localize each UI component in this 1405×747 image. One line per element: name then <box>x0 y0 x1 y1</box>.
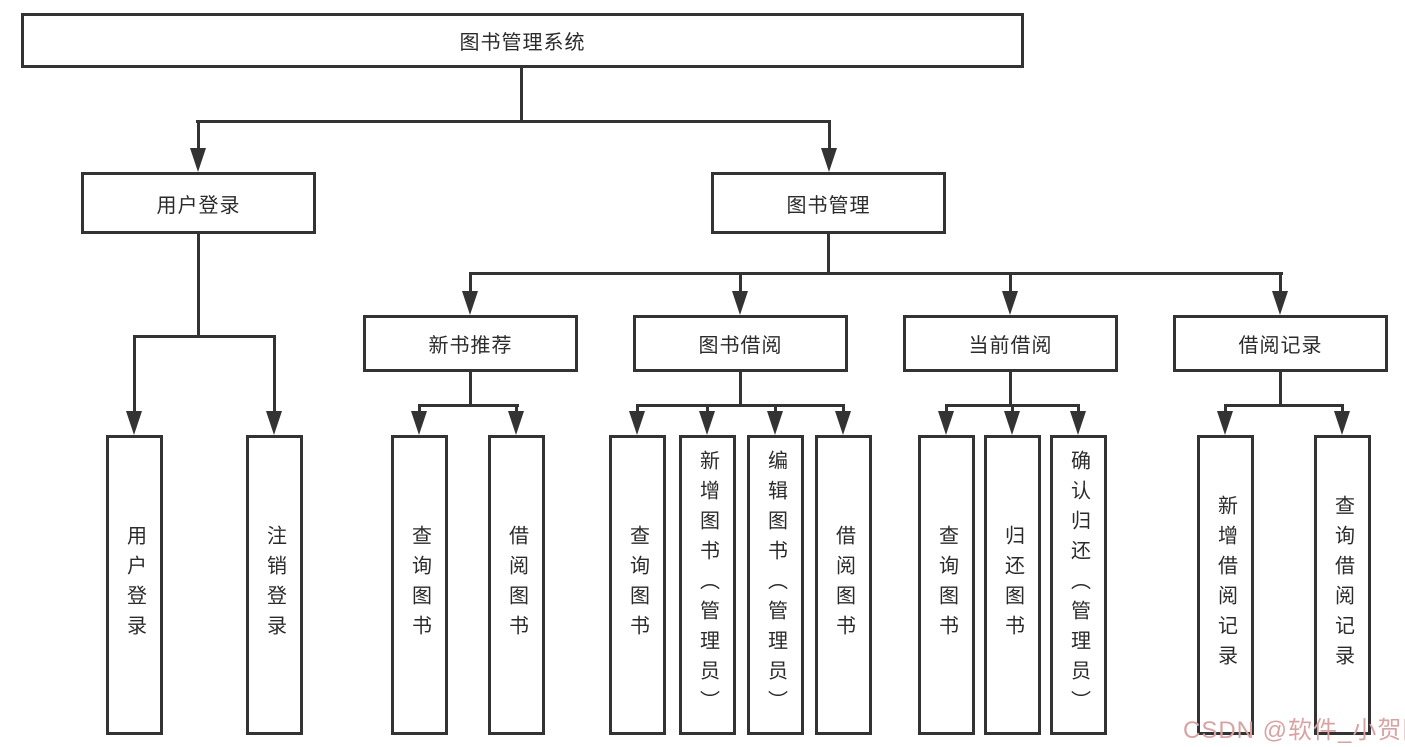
leaf-confirm-return-admin: 确认归还（管理员） <box>1050 435 1107 735</box>
connector-drop-line <box>197 120 200 152</box>
arrow-down-icon <box>699 411 715 435</box>
node-new-book-recommend: 新书推荐 <box>363 315 578 372</box>
leaf-logout: 注销登录 <box>246 435 303 735</box>
arrow-down-icon <box>938 411 954 435</box>
connector-drop-line <box>1009 272 1012 294</box>
arrow-down-icon <box>508 411 524 435</box>
leaf-label: 注销登录 <box>263 525 286 645</box>
connector-stub <box>469 372 472 406</box>
connector-bar <box>636 404 845 407</box>
leaf-user-login: 用户登录 <box>106 435 163 735</box>
node-label: 用户登录 <box>156 194 241 217</box>
connector-stub <box>197 234 200 335</box>
arrow-down-icon <box>411 411 427 435</box>
node-label: 借阅记录 <box>1238 335 1323 357</box>
connector-drop-line <box>774 404 777 414</box>
connector-drop-line <box>515 404 518 414</box>
connector-bar <box>133 335 276 338</box>
connector-drop-line <box>1011 404 1014 414</box>
leaf-label: 查询图书 <box>626 525 649 645</box>
leaf-label: 借阅图书 <box>505 525 528 645</box>
connector-drop-line <box>945 404 948 414</box>
node-borrow-records: 借阅记录 <box>1173 315 1388 372</box>
leaf-label: 查询图书 <box>408 525 431 645</box>
arrow-down-icon <box>767 411 783 435</box>
connector-drop-line <box>842 404 845 414</box>
connector-bar <box>418 404 519 407</box>
arrow-down-icon <box>732 291 748 315</box>
connector-drop-line <box>418 404 421 414</box>
node-label: 图书管理 <box>786 194 871 217</box>
leaf-query-books-3: 查询图书 <box>918 435 975 735</box>
leaf-add-book-admin: 新增图书（管理员） <box>679 435 736 735</box>
connector-root-bar <box>196 120 831 123</box>
node-label: 图书借阅 <box>698 335 783 357</box>
leaf-edit-book-admin: 编辑图书（管理员） <box>747 435 804 735</box>
connector-stub <box>827 234 830 274</box>
connector-drop-line <box>133 335 136 413</box>
connector-drop-line <box>1279 272 1282 294</box>
csdn-watermark: CSDN @软件_小贺同学 <box>1183 717 1405 744</box>
leaf-add-borrow-record: 新增借阅记录 <box>1197 435 1254 735</box>
arrow-down-icon <box>1002 291 1018 315</box>
node-book-management: 图书管理 <box>711 172 946 234</box>
leaf-query-borrow-record: 查询借阅记录 <box>1314 435 1371 735</box>
arrow-down-icon <box>1070 411 1086 435</box>
node-root: 图书管理系统 <box>21 13 1024 68</box>
leaf-label: 新增图书（管理员） <box>696 450 719 720</box>
node-book-borrow: 图书借阅 <box>633 315 848 372</box>
leaf-label: 确认归还（管理员） <box>1067 450 1090 720</box>
leaf-label: 编辑图书（管理员） <box>764 450 787 720</box>
leaf-label: 新增借阅记录 <box>1214 495 1237 675</box>
connector-drop-line <box>1341 404 1344 414</box>
connector-drop-line <box>828 120 831 152</box>
connector-stub <box>1279 372 1282 406</box>
connector-drop-line <box>636 404 639 414</box>
arrow-down-icon <box>629 411 645 435</box>
arrow-down-icon <box>1334 411 1350 435</box>
connector-bar <box>1224 404 1344 407</box>
leaf-borrow-books-1: 借阅图书 <box>488 435 545 735</box>
connector-root-stub <box>520 68 523 121</box>
connector-stub <box>739 372 742 406</box>
arrow-down-icon <box>126 411 142 435</box>
arrow-down-icon <box>462 291 478 315</box>
connector-bar <box>469 272 1283 275</box>
arrow-down-icon <box>1272 291 1288 315</box>
connector-drop-line <box>273 335 276 413</box>
arrow-down-icon <box>1004 411 1020 435</box>
node-user-login: 用户登录 <box>81 172 316 234</box>
arrow-down-icon <box>821 148 837 172</box>
connector-drop-line <box>1077 404 1080 414</box>
leaf-query-books-2: 查询图书 <box>609 435 666 735</box>
connector-drop-line <box>1224 404 1227 414</box>
connector-drop-line <box>469 272 472 294</box>
node-root-label: 图书管理系统 <box>459 32 586 54</box>
leaf-label: 查询图书 <box>935 525 958 645</box>
node-current-borrow: 当前借阅 <box>903 315 1118 372</box>
node-label: 当前借阅 <box>968 335 1053 357</box>
leaf-label: 用户登录 <box>123 525 146 645</box>
arrow-down-icon <box>1217 411 1233 435</box>
leaf-borrow-books-2: 借阅图书 <box>815 435 872 735</box>
arrow-down-icon <box>266 411 282 435</box>
leaf-label: 借阅图书 <box>832 525 855 645</box>
arrow-down-icon <box>835 411 851 435</box>
node-label: 新书推荐 <box>428 335 513 357</box>
connector-stub <box>1009 372 1012 406</box>
connector-drop-line <box>739 272 742 294</box>
leaf-label: 归还图书 <box>1001 525 1024 645</box>
leaf-return-books: 归还图书 <box>984 435 1041 735</box>
leaf-query-books-1: 查询图书 <box>391 435 448 735</box>
connector-drop-line <box>706 404 709 414</box>
leaf-label: 查询借阅记录 <box>1331 495 1354 675</box>
arrow-down-icon <box>190 148 206 172</box>
